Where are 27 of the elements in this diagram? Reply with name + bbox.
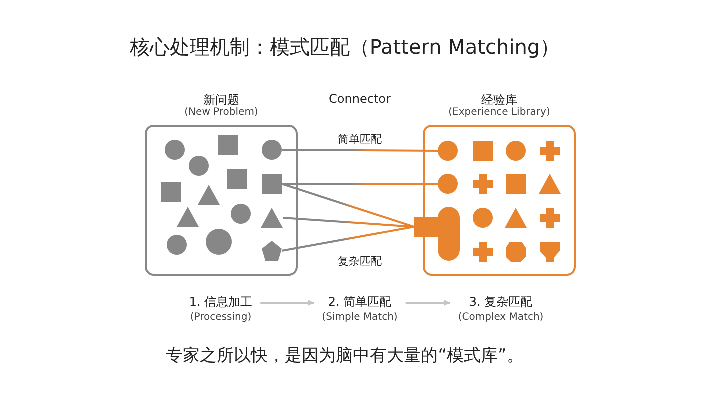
connector-line	[282, 217, 414, 228]
connector-line	[282, 183, 414, 228]
caption: 专家之所以快，是因为脑中有大量的“模式库”。	[165, 345, 525, 367]
panel-heading: 经验库	[480, 92, 518, 107]
step-subtitle: (Processing)	[189, 312, 253, 323]
connector-shape	[414, 207, 460, 261]
arrow	[260, 300, 314, 306]
circle-shape	[438, 174, 458, 194]
title: 核心处理机制：模式匹配（Pattern Matching）	[128, 34, 562, 61]
triangle-shape	[261, 208, 283, 228]
step-subtitle: (Simple Match)	[322, 312, 398, 323]
panel-heading: 新问题	[202, 92, 240, 107]
step-title: 2. 简单匹配	[327, 294, 393, 311]
step-title: 3. 复杂匹配	[468, 294, 534, 311]
step-title: 1. 信息加工	[189, 294, 253, 311]
square-shape	[262, 174, 282, 194]
connector-line	[282, 183, 438, 185]
connector-line	[282, 149, 438, 152]
connector-line	[282, 226, 414, 252]
panel-subheading: (New Problem)	[184, 107, 260, 118]
arrow	[406, 300, 450, 306]
circle-shape	[438, 141, 458, 161]
pentagon-shape	[262, 241, 282, 261]
step-subtitle: (Complex Match)	[458, 312, 544, 323]
circle-shape	[262, 140, 282, 160]
panel-subheading: (Experience Library)	[448, 107, 552, 118]
column-heading: Connector	[328, 92, 392, 106]
